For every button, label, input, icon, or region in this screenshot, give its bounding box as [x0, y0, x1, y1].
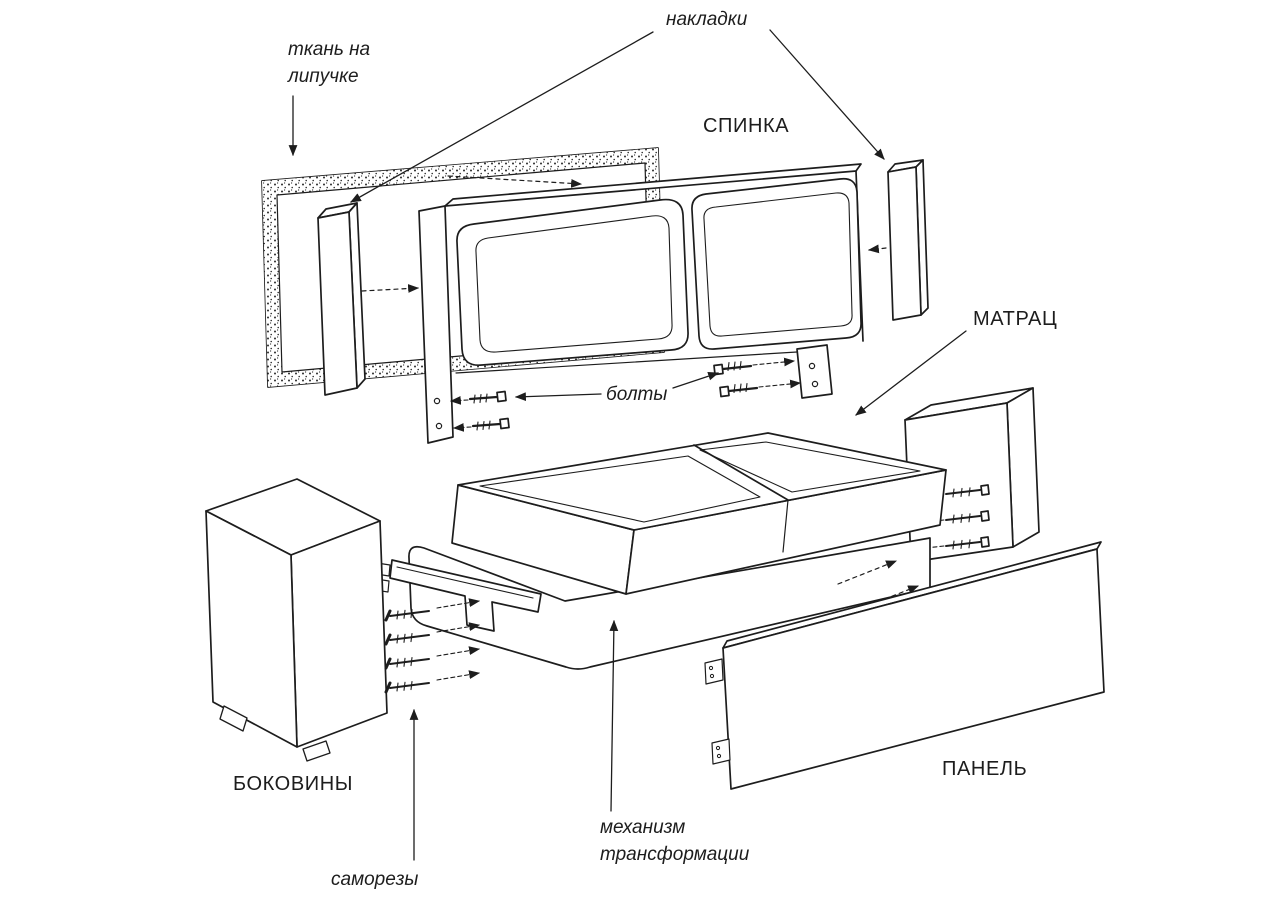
seat-base-part [408, 537, 931, 670]
bolt-icon [452, 417, 510, 432]
arrow-overlay-left [350, 31, 654, 203]
arrow-bolts-right [672, 371, 720, 389]
screw-icon [925, 536, 990, 550]
label-mattress: МАТРАЦ [973, 308, 1058, 330]
arrow-bolts-left [514, 392, 602, 402]
front-panel-part [704, 541, 1105, 790]
dashed-guides-top [361, 175, 887, 293]
screw-icon [925, 510, 990, 524]
label-side-panels: БОКОВИНЫ [233, 773, 354, 795]
arrow-mechanism [609, 619, 619, 812]
label-panel: ПАНЕЛЬ [942, 758, 1028, 780]
label-fabric-velcro: ткань на липучке [288, 39, 371, 87]
screw-fasteners-left [384, 598, 481, 694]
backrest-part [418, 163, 864, 444]
arrow-overlay-right [769, 29, 885, 160]
screw-icon [384, 598, 481, 622]
screw-icon [384, 646, 481, 670]
label-overlays: накладки [666, 9, 748, 30]
label-mechanism: механизм трансформации [600, 817, 750, 865]
overlay-left-part [317, 202, 366, 396]
label-bolts: болты [606, 384, 668, 405]
leader-arrows [288, 29, 967, 861]
screw-icon [384, 670, 481, 694]
screw-icon [384, 622, 481, 646]
bolt-icon [719, 379, 802, 398]
label-backrest: СПИНКА [703, 115, 790, 137]
bolt-fasteners [449, 357, 802, 432]
label-screws: саморезы [331, 869, 419, 890]
screw-fasteners-right [925, 484, 990, 550]
overlay-right-part [887, 159, 929, 321]
arrow-mattress [855, 330, 967, 416]
bolt-icon [449, 390, 507, 405]
mattress-part [451, 432, 947, 595]
bolt-icon [713, 357, 796, 376]
side-panel-left-part [205, 478, 388, 762]
